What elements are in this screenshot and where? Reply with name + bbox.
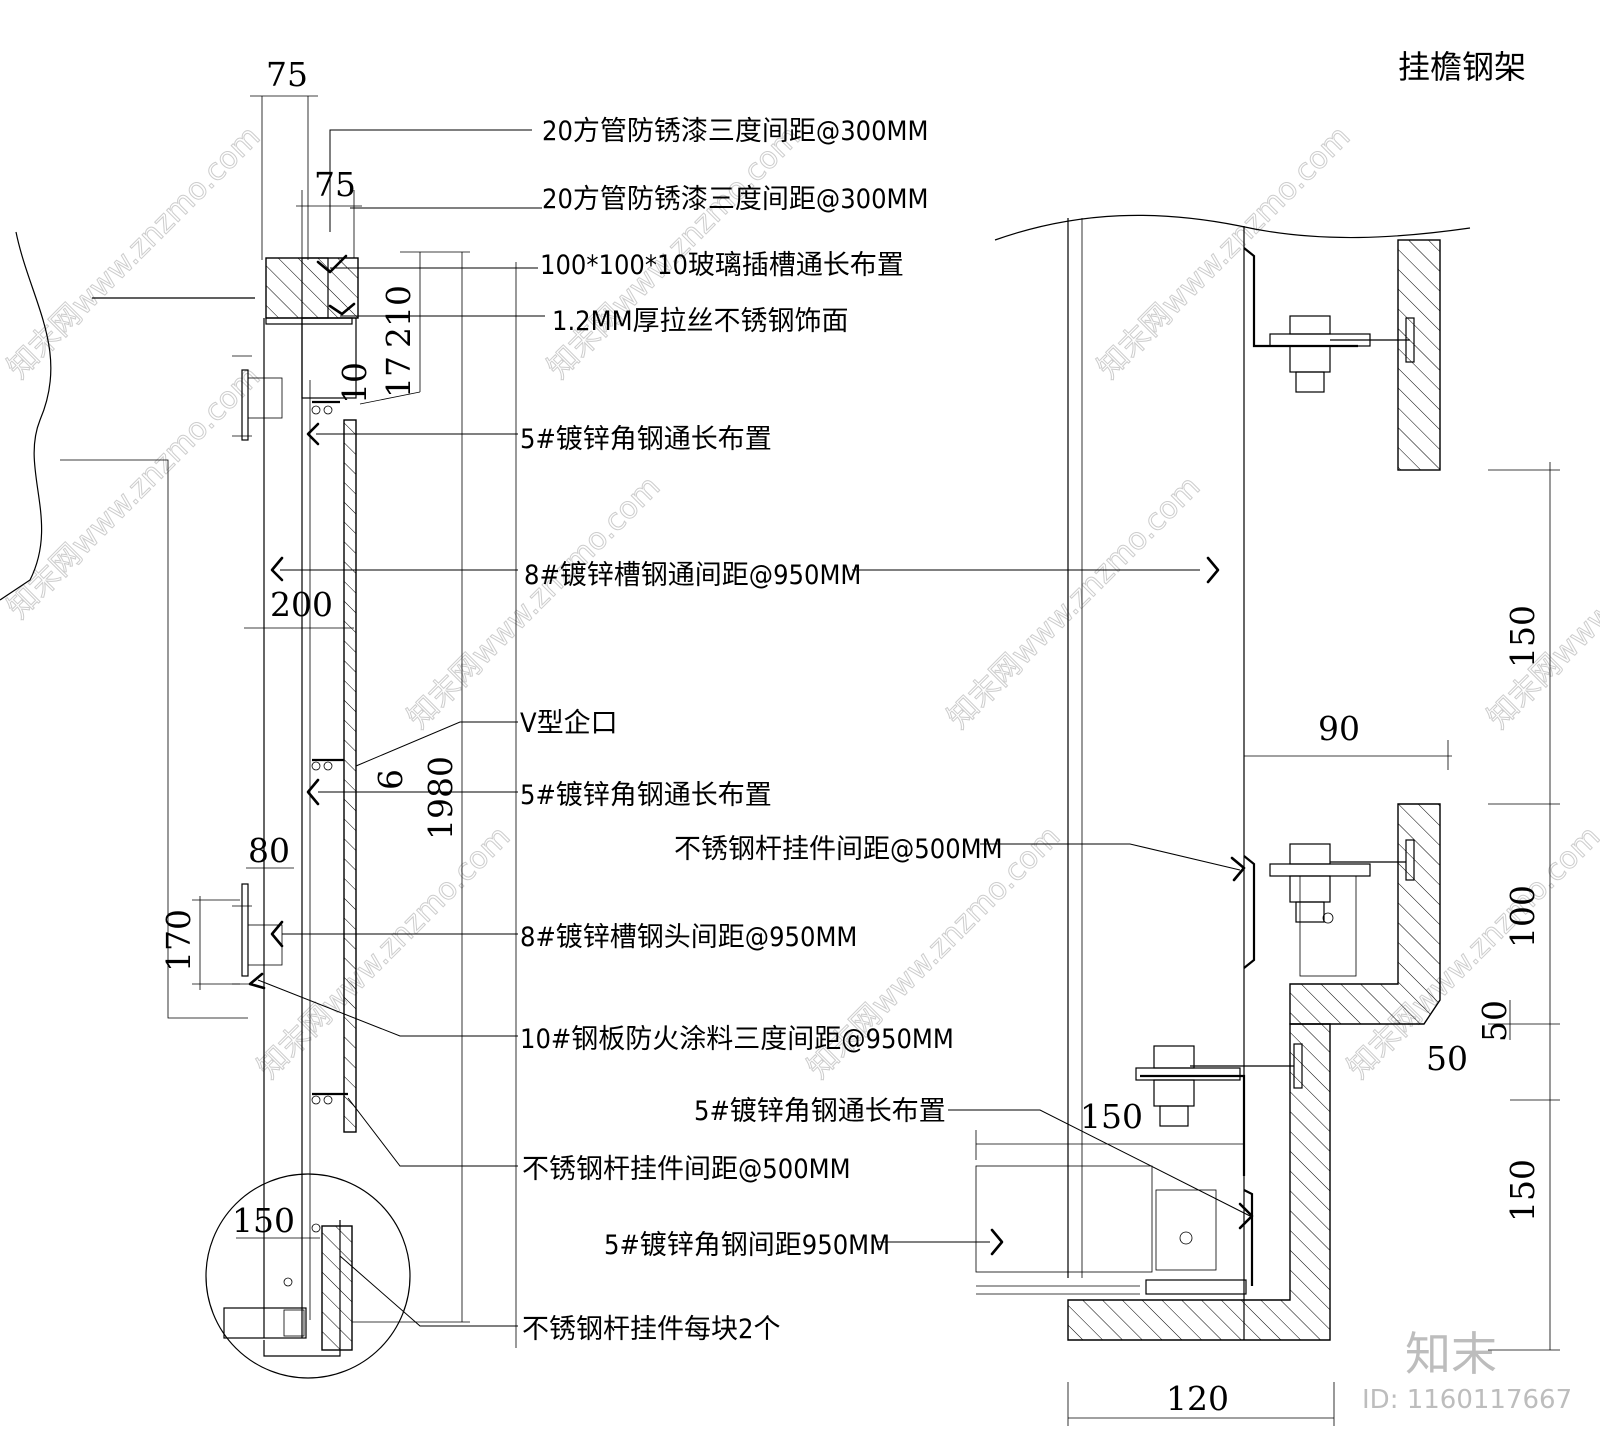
- watermark-id: ID: 1160117667: [1362, 1385, 1572, 1415]
- dim-6: 6: [371, 769, 410, 790]
- dim-170: 170: [159, 909, 198, 972]
- dim-90: 90: [1318, 709, 1360, 748]
- label-channel-steel: 8#镀锌槽钢通间距@950MM: [524, 560, 861, 591]
- right-enlarged-detail: 90 150 100 50 50 150 150 120: [975, 214, 1560, 1426]
- watermark-text: 知末网www.znzmo.com: [1, 359, 267, 625]
- label-angle-steel-3: 5#镀锌角钢通长布置: [694, 1096, 946, 1127]
- watermark-text: 知末网www.znzmo.com: [251, 819, 517, 1085]
- label-hanger-each: 不锈钢杆挂件每块2个: [522, 1314, 780, 1345]
- dim-10: 10: [335, 362, 374, 404]
- label-square-tube-1: 20方管防锈漆三度间距@300MM: [542, 116, 928, 147]
- dim-75-top: 75: [266, 55, 308, 94]
- watermark-text: 知末网www.znzmo.com: [401, 469, 667, 735]
- label-square-tube-2: 20方管防锈漆三度间距@300MM: [542, 184, 928, 215]
- dim-150-right-top: 150: [1503, 605, 1542, 668]
- label-steel-plate: 10#钢板防火涂料三度间距@950MM: [520, 1024, 954, 1055]
- dim-150-right-bottom: 150: [1503, 1159, 1542, 1222]
- dim-200: 200: [270, 585, 333, 624]
- watermark-text: 知末网www.znzmo.com: [1481, 469, 1600, 735]
- dim-150-horizontal: 150: [1080, 1097, 1143, 1136]
- dim-75-second: 75: [314, 165, 356, 204]
- label-hanger-left: 不锈钢杆挂件间距@500MM: [522, 1154, 851, 1185]
- watermark-text: 知末网www.znzmo.com: [1341, 819, 1600, 1085]
- dim-150-left: 150: [232, 1201, 295, 1240]
- label-hanger-right: 不锈钢杆挂件间距@500MM: [674, 834, 1003, 865]
- dim-100: 100: [1503, 885, 1542, 948]
- label-angle-steel-4: 5#镀锌角钢间距950MM: [604, 1230, 890, 1261]
- right-annotations: 不锈钢杆挂件间距@500MM 5#镀锌角钢通长布置 5#镀锌角钢间距950MM: [604, 834, 1254, 1261]
- dim-80: 80: [248, 831, 290, 870]
- label-angle-steel-1: 5#镀锌角钢通长布置: [520, 424, 772, 455]
- label-angle-steel-2: 5#镀锌角钢通长布置: [520, 780, 772, 811]
- label-glass-slot: 100*100*10玻璃插槽通长布置: [540, 250, 904, 281]
- dim-120: 120: [1166, 1379, 1229, 1418]
- dim-50-horizontal: 50: [1426, 1039, 1468, 1078]
- watermark-text: 知末网www.znzmo.com: [941, 469, 1207, 735]
- label-v-groove: V型企口: [520, 708, 618, 739]
- dim-50-vertical: 50: [1475, 1000, 1514, 1042]
- dim-1980: 1980: [421, 756, 460, 840]
- dim-17: 17: [379, 356, 418, 398]
- drawing-title: 挂檐钢架: [1398, 48, 1526, 86]
- left-annotations: 20方管防锈漆三度间距@300MM 20方管防锈漆三度间距@300MM 100*…: [248, 116, 1220, 1345]
- label-channel-head: 8#镀锌槽钢头间距@950MM: [520, 922, 857, 953]
- watermark-text: 知末网www.znzmo.com: [1, 119, 267, 385]
- left-section-detail: 75 75 210 17 10 200 6 1980 80 170 150: [0, 55, 517, 1379]
- watermark-logo: 知末: [1405, 1327, 1497, 1381]
- label-stainless-finish: 1.2MM厚拉丝不锈钢饰面: [552, 306, 849, 337]
